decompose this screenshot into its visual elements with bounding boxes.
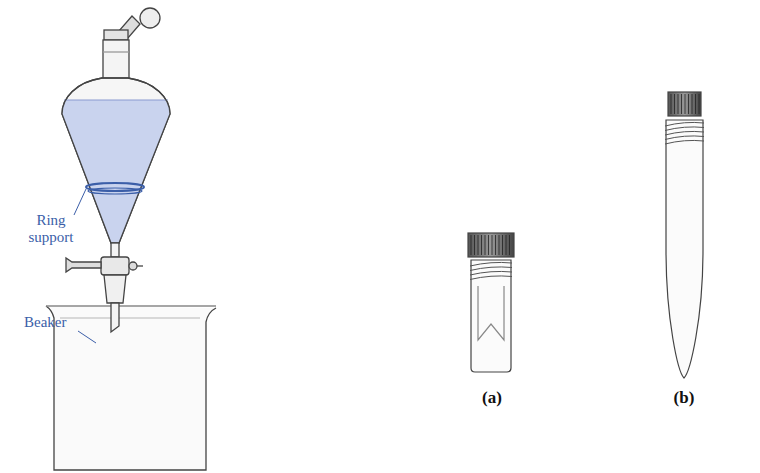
figure-letter: (a) (466, 388, 518, 408)
cap-knurling (671, 94, 699, 114)
part-label: Ring support (16, 212, 86, 247)
figure-letter: (b) (658, 388, 710, 408)
vial-a (468, 233, 514, 372)
cap-knurling (471, 235, 510, 255)
beaker (46, 306, 216, 470)
screw-thread (665, 122, 704, 144)
tube-b (665, 92, 704, 378)
part-label: Beaker (24, 314, 94, 331)
leader-lines (74, 189, 96, 343)
screw-thread (470, 262, 512, 279)
separatory-funnel (40, 8, 190, 332)
